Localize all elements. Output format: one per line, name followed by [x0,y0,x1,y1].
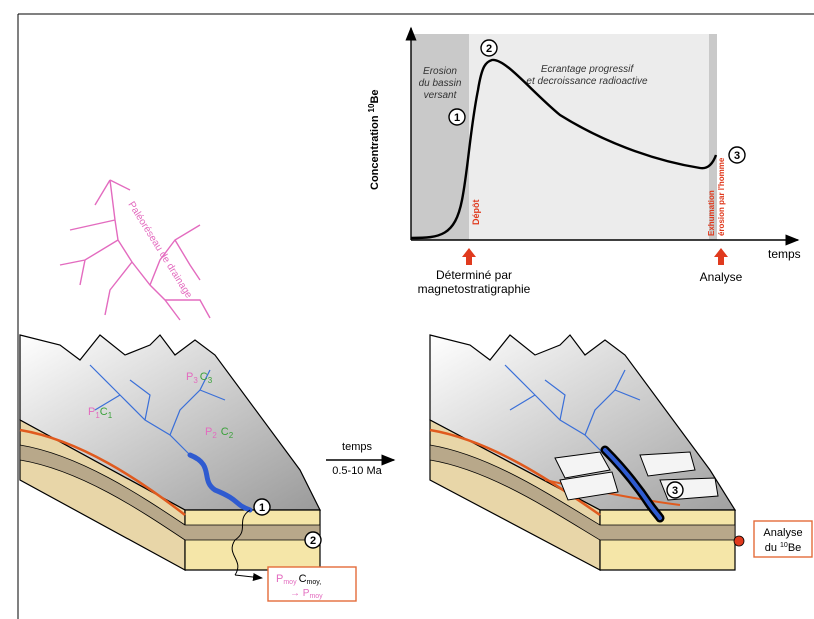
sample-point-icon [733,535,745,547]
exhumation-label-line1: Exhumation [707,190,716,236]
svg-text:2: 2 [486,43,492,55]
erosion-label-line3: versant [424,90,458,101]
y-axis-label: Concentration10Be [367,89,381,190]
concentration-curve [410,58,718,240]
marker-2: 2 [480,39,498,57]
depot-label: Dépôt [471,200,481,226]
left-river-network [89,364,226,456]
exhumation-label-line2: érosion par l'homme [717,157,726,236]
left-main-river [187,452,253,513]
left-stratum-orange [19,428,186,516]
result-box [267,566,357,602]
svg-text:1: 1 [259,502,265,514]
exhumation-phase-band [709,34,717,240]
determine-label-line1: Déterminé par [436,268,512,282]
erosion-label-line2: du bassin [419,78,462,89]
ecrantage-label-line1: Ecrantage progressif [541,64,634,75]
right-stratum-orange-2 [544,479,681,506]
ecrantage-label-line2: et decroissance radioactive [526,76,648,87]
time-arrow-range: 0.5-10 Ma [332,465,382,477]
right-river-network [504,364,641,456]
analyse-label: Analyse [700,270,743,284]
left-deposit-path [231,509,251,576]
erosion-label-line1: Erosion [423,66,457,77]
result-line2: → Pmoy [290,588,323,600]
left-marker-1: 1 [253,498,271,516]
right-block-diagram: 3 Analyse du 10Be [429,334,813,571]
analyse-arrow-icon [714,248,728,265]
analyse-box-line1: Analyse [763,527,802,539]
p1-label: P1C1 [88,406,113,420]
time-arrow-label: temps [342,441,372,453]
paleo-drainage-network [59,179,211,321]
depot-arrow-icon [462,248,476,265]
analyse-box [753,520,813,558]
x-axis-label: temps [768,247,801,261]
svg-text:2: 2 [310,535,316,547]
time-arrow: temps 0.5-10 Ma [326,441,396,477]
left-marker-2: 2 [304,531,322,549]
erosion-phase-band [411,34,469,240]
right-marker-3: 3 [666,481,684,499]
right-main-river [603,448,662,520]
marker-3: 3 [728,146,746,164]
left-result-arrow [234,573,263,581]
analyse-box-line2: du 10Be [765,542,802,554]
determine-label-line2: magnetostratigraphie [418,282,531,296]
svg-text:3: 3 [734,150,740,162]
concentration-chart: Concentration10Be temps Erosion du bassi… [367,26,801,296]
svg-text:3: 3 [672,485,678,497]
svg-text:1: 1 [454,112,460,124]
right-stratum-orange [429,428,601,517]
paleo-drainage-label: Paléoréseau de drainage [125,200,194,301]
marker-1: 1 [448,108,466,126]
